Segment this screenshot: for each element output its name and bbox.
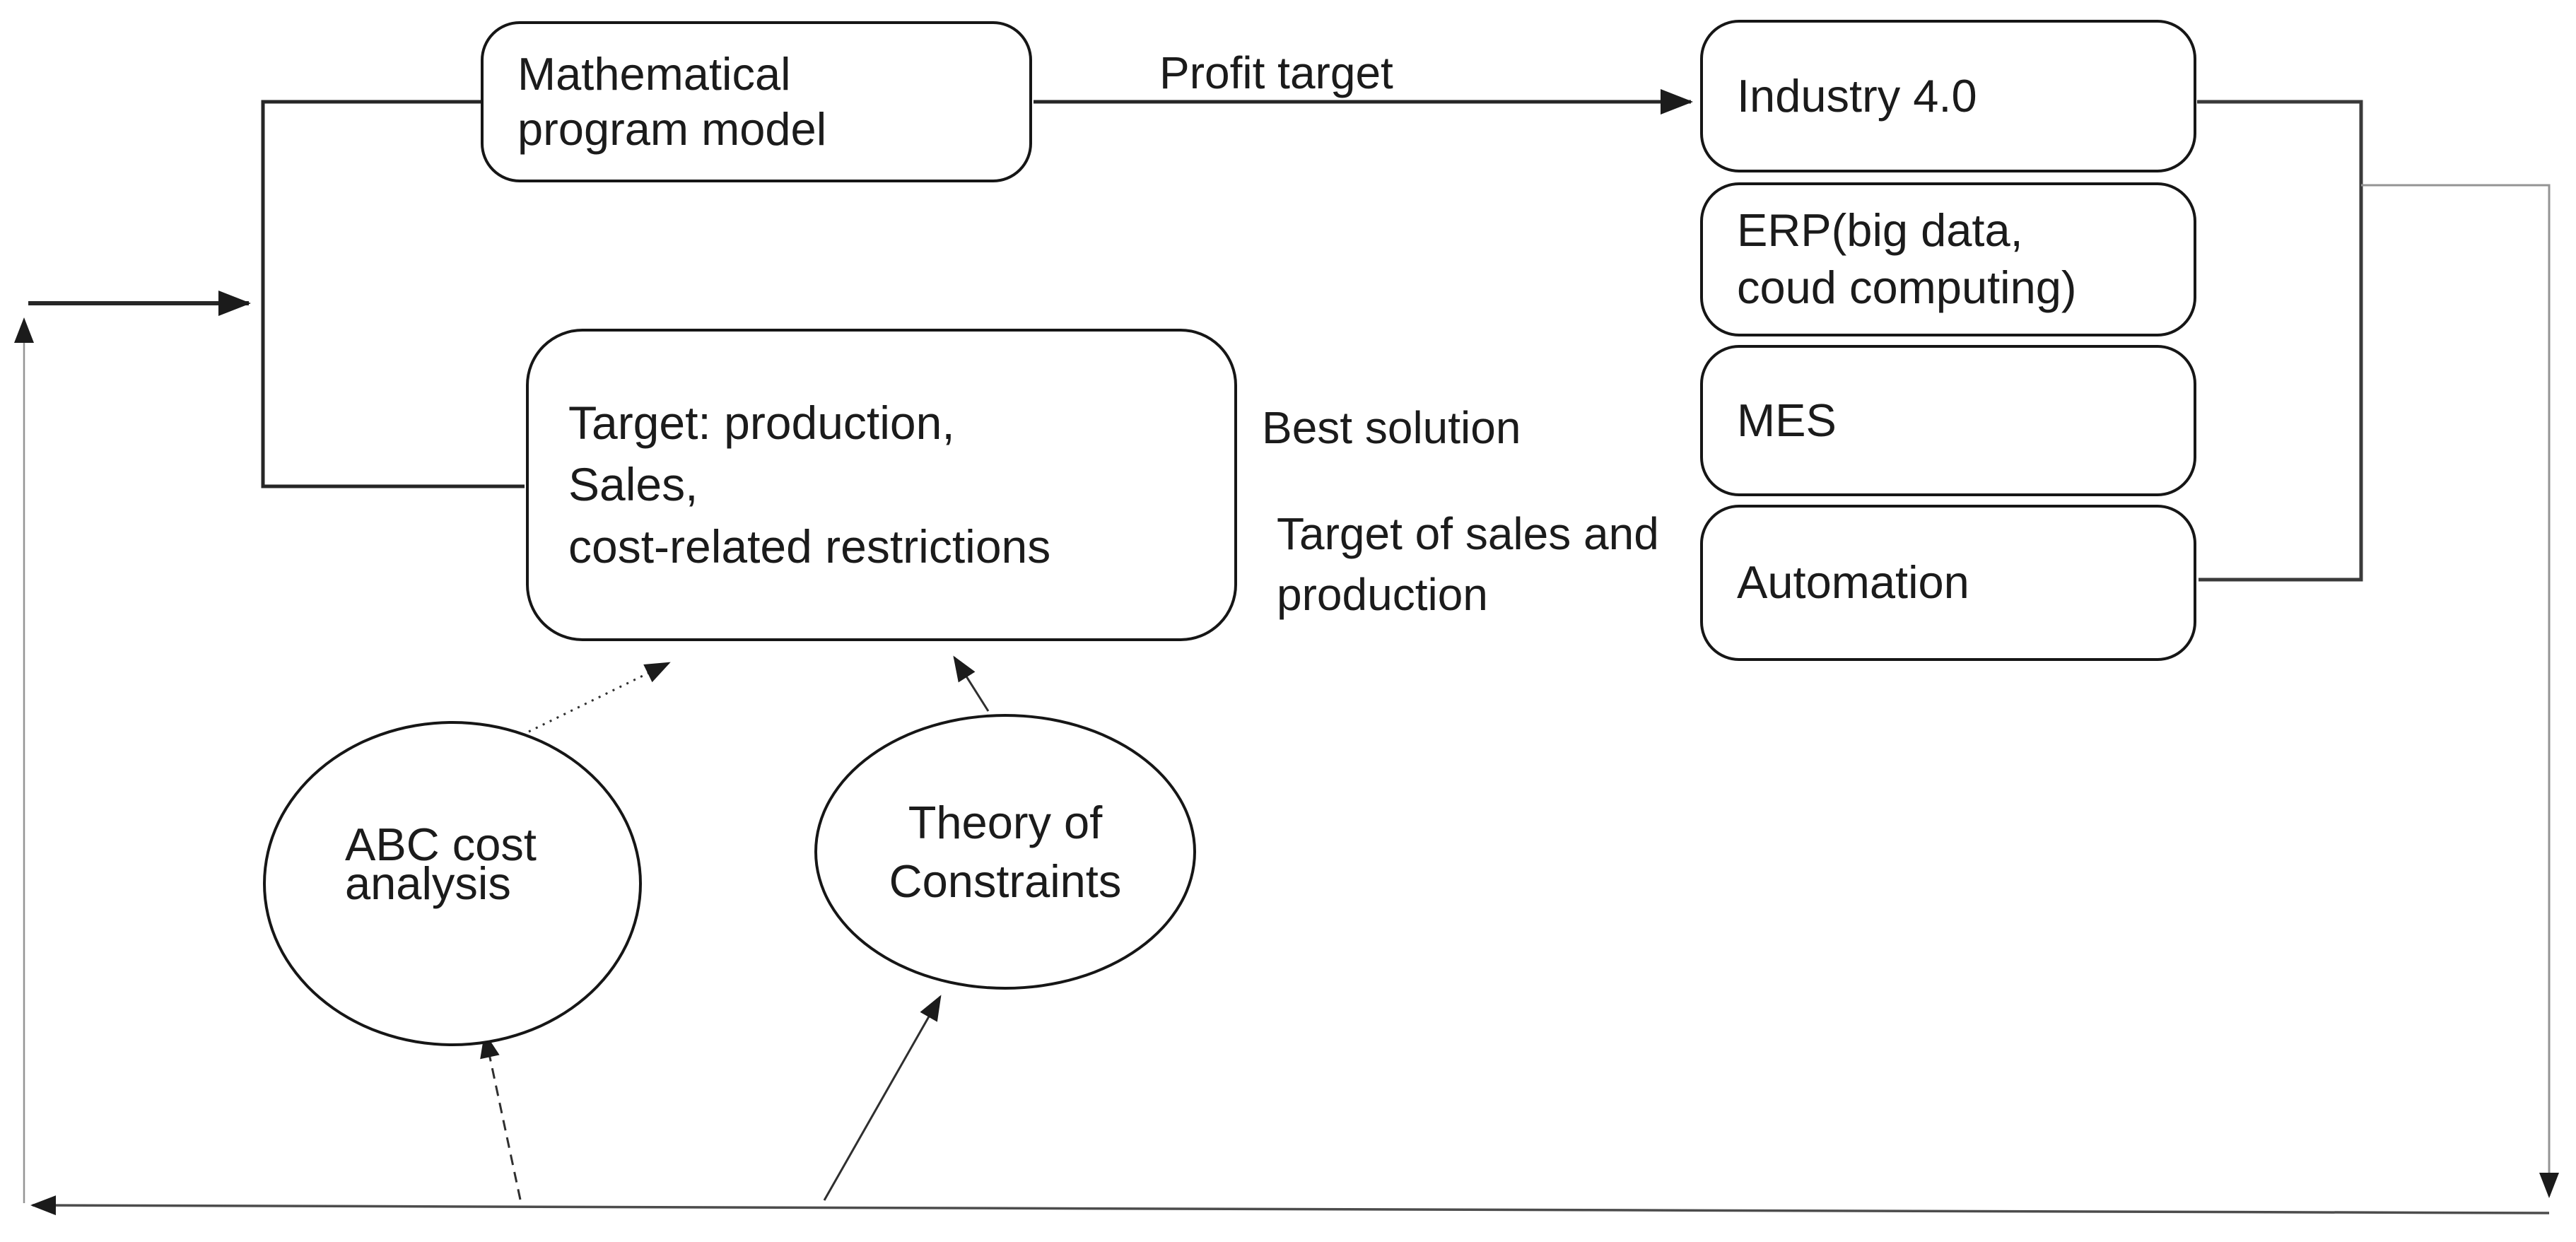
- node-automation: Automation: [1700, 505, 2196, 661]
- edge-bottom-to-toc: [823, 995, 942, 1201]
- node-mathematical-program-model-label: Mathematical program model: [517, 48, 827, 155]
- label-profit-target: Profit target: [1159, 47, 1393, 98]
- node-target-restrictions-label: Target: production, Sales, cost-related …: [568, 397, 1051, 573]
- edge-industry-automation-bracket: [2197, 100, 2363, 582]
- node-abc-cost-analysis: [263, 721, 642, 1046]
- node-industry-4-0: Industry 4.0: [1700, 20, 2196, 172]
- edge-bottom-to-abc-dashed: [480, 1032, 522, 1200]
- edge-bottom-feedback: [30, 1195, 2550, 1216]
- node-theory-of-constraints: Theory of Constraints: [814, 714, 1196, 990]
- node-mes-label: MES: [1737, 394, 1837, 446]
- node-automation-label: Automation: [1737, 556, 1969, 609]
- edge-toc-to-target: [953, 655, 990, 712]
- node-target-restrictions: Target: production, Sales, cost-related …: [526, 329, 1237, 641]
- node-mathematical-program-model: Mathematical program model: [481, 21, 1032, 182]
- node-mes: MES: [1700, 345, 2196, 496]
- node-erp-label: ERP(big data, coud computing): [1737, 204, 2077, 313]
- node-theory-of-constraints-label: Theory of Constraints: [889, 796, 1122, 907]
- label-target-of-sales-and-production: Target of sales and production: [1277, 508, 1659, 621]
- edge-right-feedback-down: [2361, 184, 2559, 1198]
- node-erp: ERP(big data, coud computing): [1700, 182, 2196, 336]
- edge-model-to-target-connector: [261, 100, 525, 488]
- label-best-solution: Best solution: [1262, 402, 1521, 453]
- node-abc-cost-analysis-label: ABC cost analysis: [345, 819, 537, 909]
- edge-abc-to-target-dotted: [528, 662, 671, 733]
- node-industry-4-0-label: Industry 4.0: [1737, 69, 1977, 122]
